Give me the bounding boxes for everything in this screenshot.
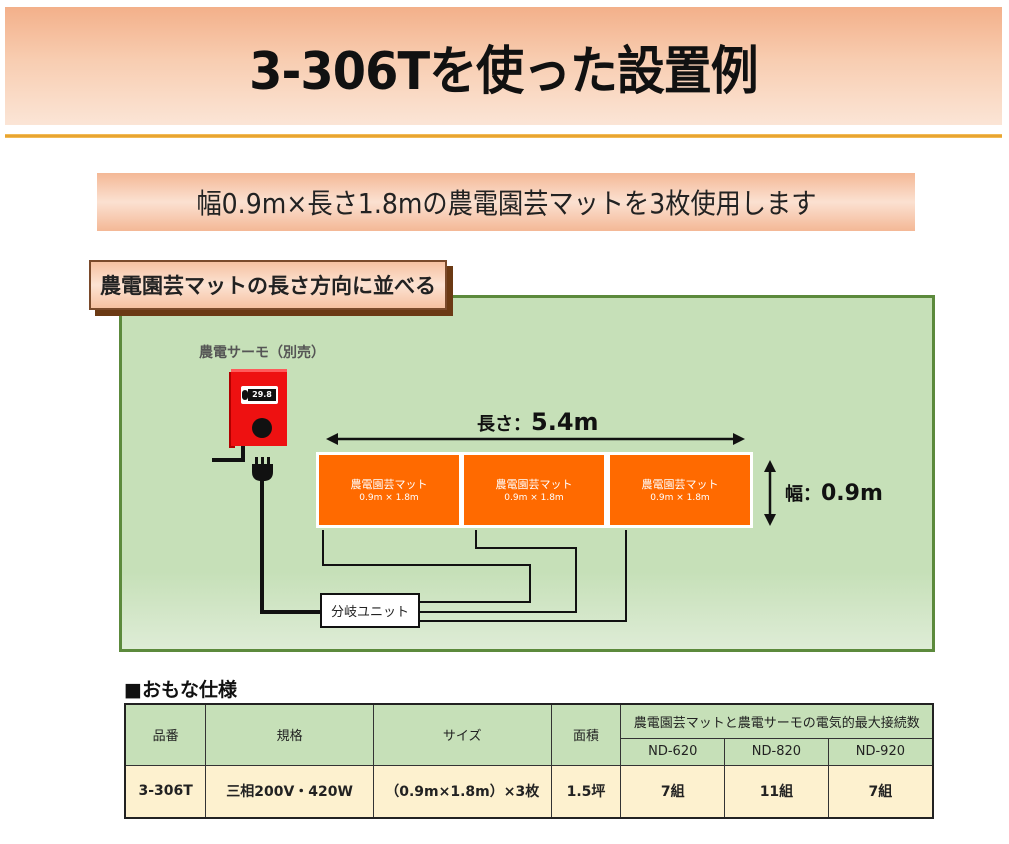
length-dimension: 長さ：5.4m <box>477 408 599 436</box>
cell-area: 1.5坪 <box>550 764 622 819</box>
col-header-area: 面積 <box>550 703 622 766</box>
mat-size: 0.9m × 1.8m <box>359 492 419 503</box>
thermostat-label: 農電サーモ（別売） <box>199 345 325 361</box>
width-dimension: 幅：0.9m <box>785 480 883 506</box>
subtitle-banner: 幅0.9m×長さ1.8mの農電園芸マットを3枚使用します <box>97 173 915 231</box>
title-divider <box>5 134 1002 138</box>
mat-2: 農電園芸マット 0.9m × 1.8m <box>461 452 607 528</box>
col-header-nd620: ND-620 <box>620 737 726 766</box>
section-label-text: 農電園芸マットの長さ方向に並べる <box>100 274 436 298</box>
mat-name: 農電園芸マット <box>495 477 573 491</box>
col-header-model: 品番 <box>124 703 207 766</box>
col-header-rating: 規格 <box>205 703 374 766</box>
mat-1: 農電園芸マット 0.9m × 1.8m <box>316 452 462 528</box>
thermostat-readout: 29.8 <box>248 389 276 401</box>
cell-nd920: 7組 <box>827 764 934 819</box>
mat-size: 0.9m × 1.8m <box>650 492 710 503</box>
col-header-max-connections: 農電園芸マットと農電サーモの電気的最大接続数 <box>620 703 934 739</box>
spec-heading: ■おもな仕様 <box>124 679 237 701</box>
mat-name: 農電園芸マット <box>350 477 428 491</box>
cell-rating: 三相200V・420W <box>205 764 374 819</box>
mat-3: 農電園芸マット 0.9m × 1.8m <box>607 452 753 528</box>
title-banner: 3-306Tを使った設置例 <box>5 7 1002 125</box>
col-header-nd820: ND-820 <box>724 737 829 766</box>
cell-nd620: 7組 <box>620 764 726 819</box>
col-header-size: サイズ <box>372 703 552 766</box>
length-value: 5.4m <box>531 408 599 436</box>
page-title: 3-306Tを使った設置例 <box>249 41 758 102</box>
col-header-nd920: ND-920 <box>827 737 934 766</box>
cell-nd820: 11組 <box>724 764 829 819</box>
section-label: 農電園芸マットの長さ方向に並べる <box>89 260 447 310</box>
cell-size: （0.9m×1.8m）×3枚 <box>372 764 552 819</box>
thermostat-dial-icon <box>252 418 272 438</box>
table-row: 3-306T 三相200V・420W （0.9m×1.8m）×3枚 1.5坪 7… <box>124 764 934 819</box>
subtitle-text: 幅0.9m×長さ1.8mの農電園芸マットを3枚使用します <box>195 187 816 220</box>
spec-table: 品番 規格 サイズ 面積 農電園芸マットと農電サーモの電気的最大接続数 ND-6… <box>124 703 934 819</box>
mat-size: 0.9m × 1.8m <box>504 492 564 503</box>
thermostat-knob-icon <box>242 390 248 400</box>
cell-model: 3-306T <box>124 764 207 819</box>
branch-unit: 分岐ユニット <box>320 593 420 628</box>
width-label: 幅： <box>785 484 821 505</box>
width-value: 0.9m <box>821 481 883 506</box>
length-label: 長さ： <box>477 414 531 435</box>
mat-name: 農電園芸マット <box>641 477 719 491</box>
